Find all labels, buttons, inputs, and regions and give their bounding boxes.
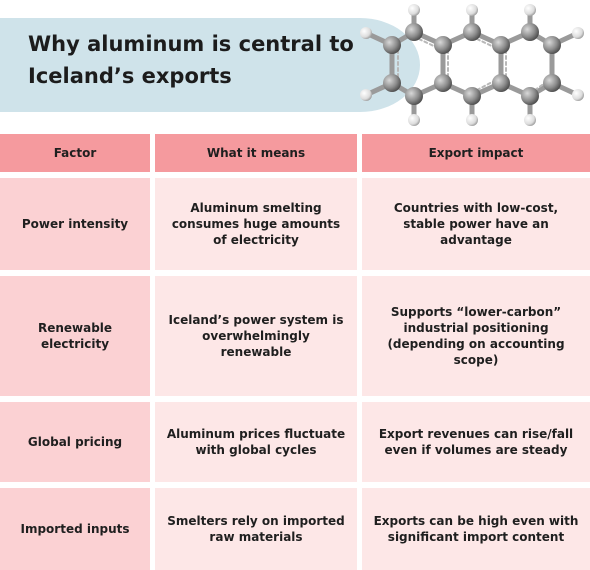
table-cell-impact: Export revenues can rise/fall even if vo… (362, 402, 590, 488)
table-cell-factor: Renewable electricity (0, 276, 155, 402)
table-cell-factor: Global pricing (0, 402, 155, 488)
table-cell-impact: Countries with low-cost, stable power ha… (362, 178, 590, 276)
table-cell-meaning: Smelters rely on imported raw materials (155, 488, 362, 570)
table-cell-meaning: Aluminum prices fluctuate with global cy… (155, 402, 362, 488)
table-cell-impact: Exports can be high even with significan… (362, 488, 590, 570)
table-header-what-it-means: What it means (155, 134, 362, 178)
table-cell-impact: Supports “lower-carbon” industrial posit… (362, 276, 590, 402)
table-cell-meaning: Aluminum smelting consumes huge amounts … (155, 178, 362, 276)
page-title: Why aluminum is central to Iceland’s exp… (28, 32, 354, 88)
table-cell-factor: Power intensity (0, 178, 155, 276)
title-band (0, 18, 420, 112)
comparison-table: Factor What it means Export impact Power… (0, 134, 590, 570)
table-cell-factor: Imported inputs (0, 488, 155, 570)
molecule-image (360, 4, 584, 126)
table-cell-meaning: Iceland’s power system is overwhelmingly… (155, 276, 362, 402)
table-header-export-impact: Export impact (362, 134, 590, 178)
table-header-factor: Factor (0, 134, 155, 178)
header: Why aluminum is central to Iceland’s exp… (0, 0, 590, 132)
